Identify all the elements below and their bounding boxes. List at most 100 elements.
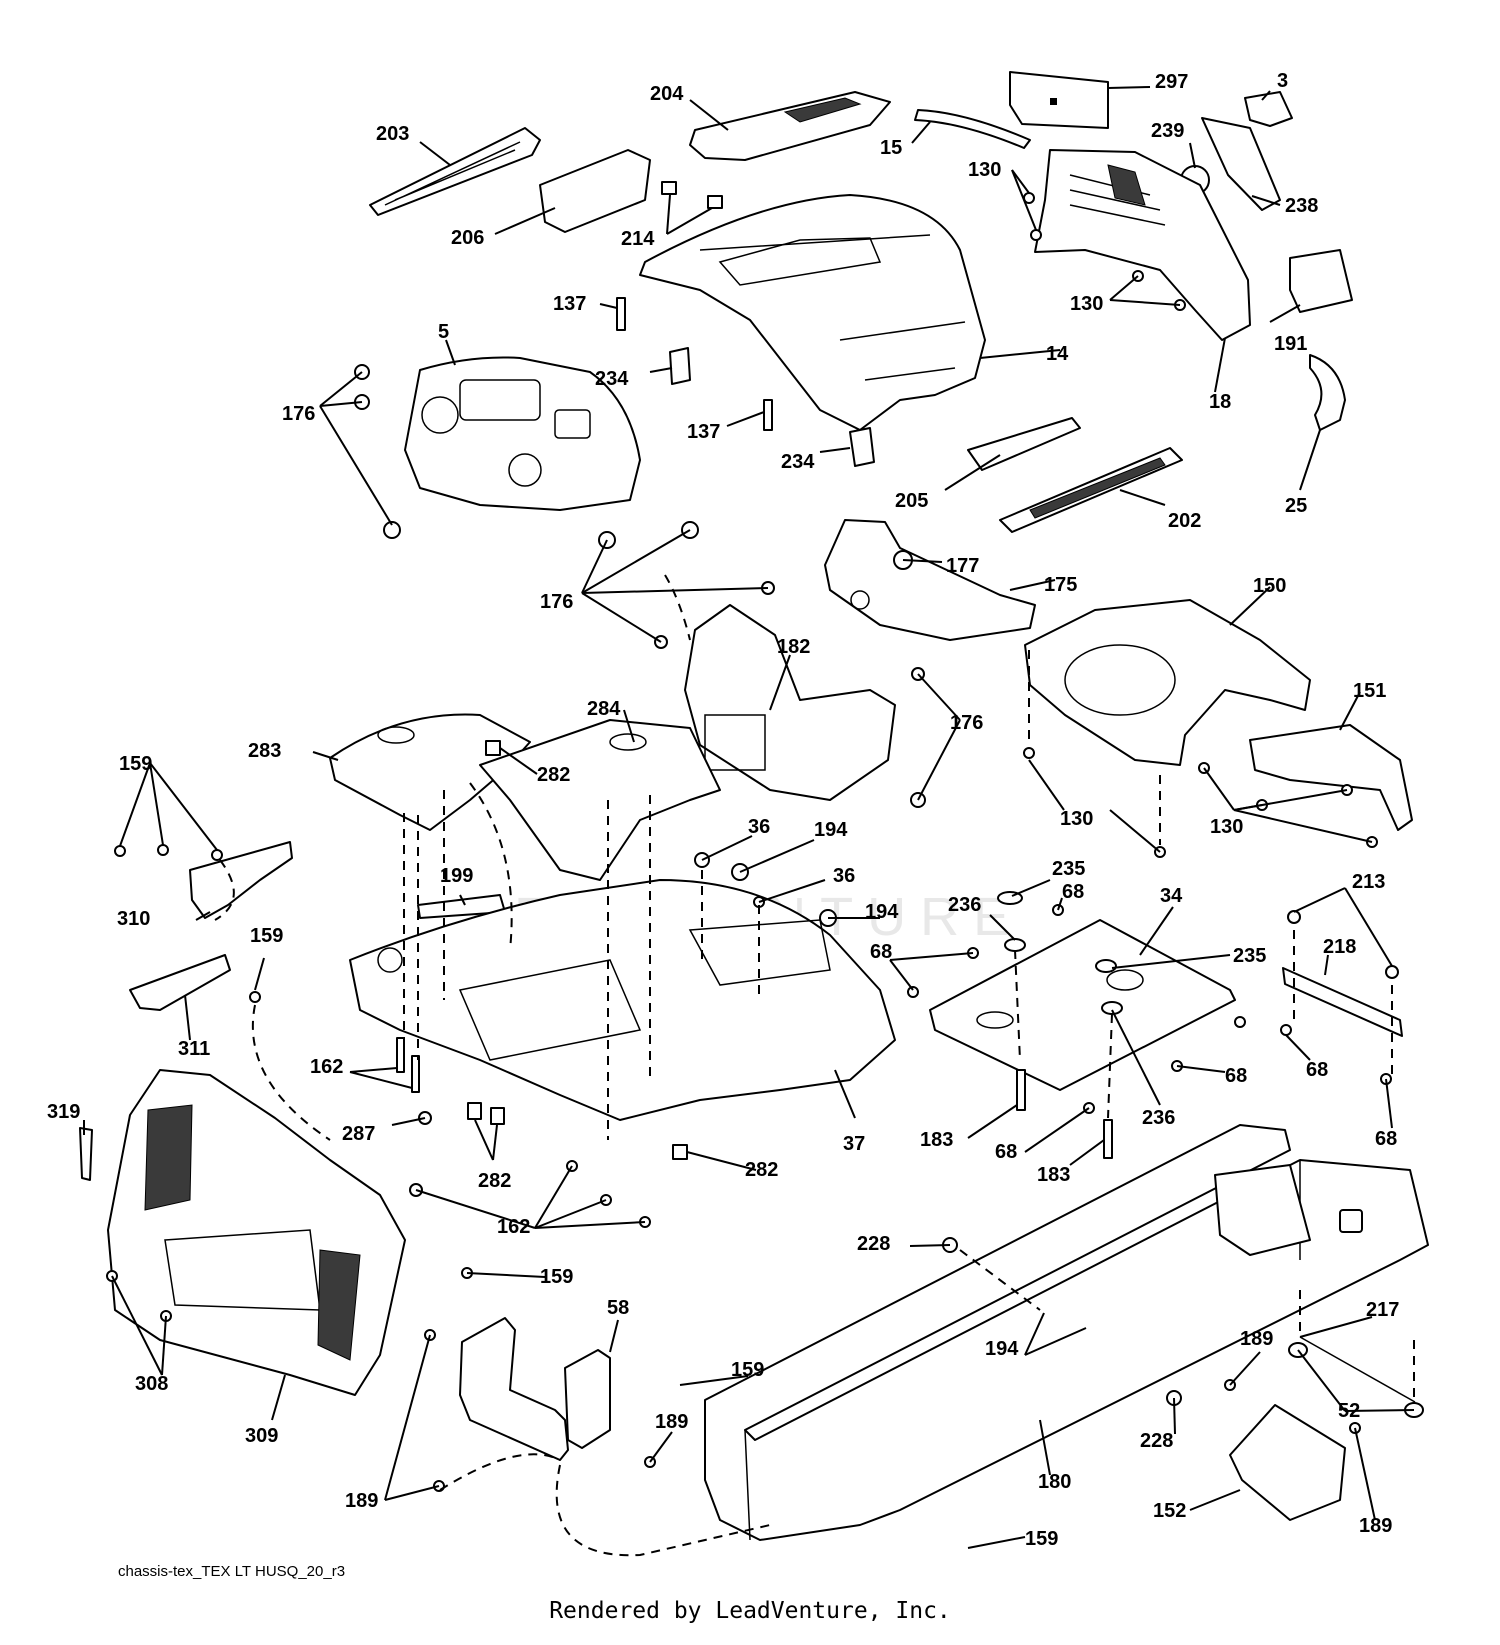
callout-319: 319 — [47, 1101, 80, 1123]
callout-234b: 234 — [781, 451, 815, 473]
callout-214: 214 — [621, 228, 655, 250]
callout-5: 5 — [438, 321, 449, 343]
part-159-bolts-left — [114, 844, 473, 1279]
part-18-front-grille — [1034, 149, 1251, 341]
callout-130b: 130 — [1070, 293, 1103, 315]
callout-130a: 130 — [968, 159, 1001, 181]
callout-309: 309 — [245, 1425, 278, 1447]
part-213-bolt-a — [1287, 910, 1301, 924]
part-217-rod — [1299, 1336, 1416, 1403]
part-213-bolt-b — [1385, 965, 1399, 979]
part-282-clip-d — [672, 1144, 688, 1160]
callout-218: 218 — [1323, 936, 1356, 958]
callout-235b: 235 — [1233, 945, 1266, 967]
callout-176c: 176 — [950, 712, 983, 734]
part-191-cover — [1289, 249, 1353, 313]
callout-238: 238 — [1285, 195, 1318, 217]
callout-150: 150 — [1253, 575, 1286, 597]
part-218-strap — [1282, 967, 1403, 1037]
callout-14: 14 — [1046, 343, 1069, 365]
callout-308: 308 — [135, 1373, 168, 1395]
callout-177: 177 — [946, 555, 979, 577]
leader-lines — [83, 86, 1415, 1549]
callout-159b: 159 — [250, 925, 283, 947]
part-234-pad-b — [849, 427, 875, 467]
callout-189c: 189 — [345, 1490, 378, 1512]
part-311-bracket — [129, 954, 231, 1011]
part-183-stud-a — [1016, 1069, 1026, 1111]
callout-152: 152 — [1153, 1500, 1186, 1522]
callout-203: 203 — [376, 123, 409, 145]
callout-151: 151 — [1353, 680, 1386, 702]
part-283-fender-cover — [329, 713, 531, 831]
part-203-rail — [369, 127, 541, 216]
callout-68b: 68 — [870, 941, 892, 963]
part-214-clip-b — [707, 195, 723, 209]
part-319-clip — [79, 1127, 93, 1181]
callout-36a: 36 — [748, 816, 770, 838]
callout-311: 311 — [178, 1038, 210, 1060]
callout-191: 191 — [1274, 333, 1307, 355]
callout-182: 182 — [777, 636, 810, 658]
part-214-clip-a — [661, 181, 677, 195]
callout-180: 180 — [1038, 1471, 1071, 1493]
callout-189a: 189 — [1240, 1328, 1273, 1350]
callout-194b: 194 — [865, 901, 899, 923]
callout-137b: 137 — [687, 421, 720, 443]
part-176-grommet-c — [383, 521, 401, 539]
diagram-id-label: chassis-tex_TEX LT HUSQ_20_r3 — [118, 1563, 346, 1580]
callout-176a: 176 — [282, 403, 315, 425]
callout-183a: 183 — [920, 1129, 953, 1151]
part-151-bracket — [1249, 724, 1413, 831]
callout-205: 205 — [895, 490, 928, 512]
callout-284: 284 — [587, 698, 621, 720]
part-182-lower-dash — [684, 604, 896, 801]
part-234-pad-a — [669, 347, 691, 385]
callout-297: 297 — [1155, 71, 1188, 93]
callout-199: 199 — [440, 865, 473, 887]
callout-236b: 236 — [1142, 1107, 1175, 1129]
callout-228a: 228 — [857, 1233, 890, 1255]
callout-159e: 159 — [1025, 1528, 1058, 1550]
callout-68a: 68 — [1062, 881, 1084, 903]
part-137-strip-a — [616, 297, 626, 331]
render-credit: Rendered by LeadVenture, Inc. — [549, 1598, 951, 1624]
callout-18: 18 — [1209, 391, 1231, 413]
assembly-lines — [214, 574, 1415, 1557]
callout-204: 204 — [650, 83, 684, 105]
callout-239: 239 — [1151, 120, 1184, 142]
part-206-duct — [539, 149, 651, 233]
callout-206: 206 — [451, 227, 484, 249]
callout-52: 52 — [1338, 1400, 1360, 1422]
callout-283: 283 — [248, 740, 281, 762]
callout-numbers: 297 3 204 203 15 239 130 238 206 214 137… — [47, 70, 1399, 1550]
part-238-bezel — [1201, 117, 1281, 211]
part-150-shroud — [1024, 599, 1311, 766]
callout-310: 310 — [117, 908, 150, 930]
callout-217: 217 — [1366, 1299, 1399, 1321]
callout-228b: 228 — [1140, 1430, 1173, 1452]
part-202-grille — [999, 447, 1183, 533]
callout-130d: 130 — [1210, 816, 1243, 838]
part-309-front-panel — [107, 1069, 406, 1396]
callout-34: 34 — [1160, 885, 1183, 907]
callout-189d: 189 — [1359, 1515, 1392, 1537]
callout-282a: 282 — [537, 764, 570, 786]
callout-235a: 235 — [1052, 858, 1085, 880]
callout-68e: 68 — [995, 1141, 1017, 1163]
callout-159d: 159 — [731, 1359, 764, 1381]
callout-175: 175 — [1044, 574, 1077, 596]
callout-159a: 159 — [119, 753, 152, 775]
part-137-strip-b — [763, 399, 773, 431]
callout-159c: 159 — [540, 1266, 573, 1288]
part-14-hood — [639, 194, 986, 431]
callout-130c: 130 — [1060, 808, 1093, 830]
part-297-weight — [1009, 71, 1109, 129]
callout-287: 287 — [342, 1123, 375, 1145]
part-282-clip-b — [467, 1102, 482, 1120]
part-282-clip-c — [490, 1107, 505, 1125]
callout-36b: 36 — [833, 865, 855, 887]
callout-282c: 282 — [745, 1159, 778, 1181]
callout-234a: 234 — [595, 368, 629, 390]
